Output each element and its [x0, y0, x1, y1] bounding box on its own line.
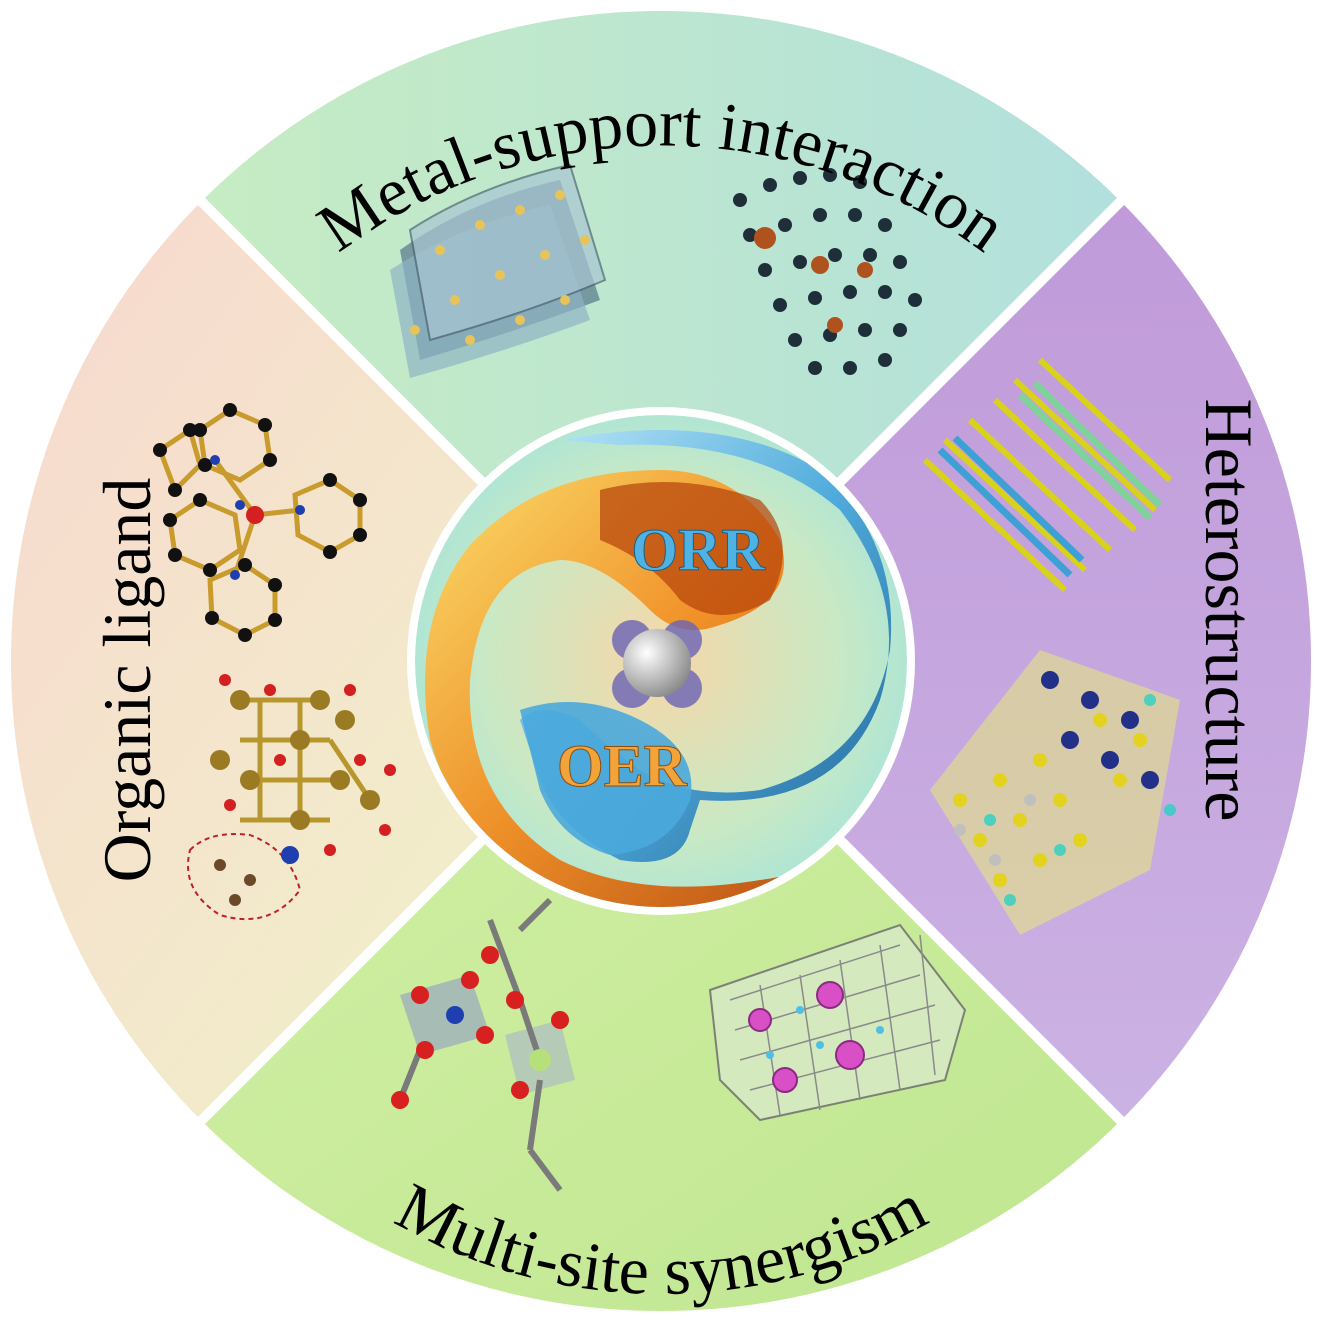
doped-graphene-cluster-illustration [708, 923, 967, 1122]
oer-label: OER [557, 733, 688, 799]
metal-complex-illustration [153, 403, 367, 642]
carbon-nanotube-illustration [733, 168, 922, 375]
segment-bottom [199, 661, 1123, 1314]
graphene-sheet-illustration [390, 163, 607, 378]
dual-metal-site-illustration [391, 897, 575, 1192]
segment-right [661, 199, 1314, 1123]
catalyst-sphere [612, 620, 702, 708]
charge-density-heterostructure-illustration [930, 650, 1180, 935]
segment-left [8, 199, 662, 1123]
layered-heterostructure-illustration [922, 357, 1173, 593]
segment-top [199, 8, 1123, 662]
outer-ring [5, 5, 1317, 1317]
segment-left-label: Organic ligand [89, 478, 165, 883]
orr-label: ORR [631, 517, 765, 583]
coordination-framework-illustration [187, 674, 396, 921]
segment-right-label: Heterostructure [1191, 399, 1267, 822]
